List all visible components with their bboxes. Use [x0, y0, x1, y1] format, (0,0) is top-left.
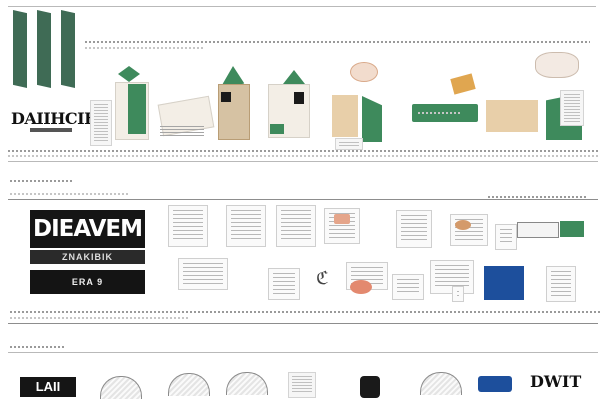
section-heading-row: [10, 180, 72, 182]
product-doc: [288, 372, 316, 398]
doc-card-green: [560, 221, 584, 237]
section-divider: [8, 161, 598, 162]
doc-card: [178, 258, 228, 290]
product-caption: [335, 138, 363, 150]
doc-card: [396, 210, 432, 248]
header-text-row: [85, 41, 590, 43]
product-green-tag-icon: [118, 66, 140, 82]
doc-card: [226, 205, 266, 247]
product-box-label: [294, 92, 304, 104]
section-caption-row: [8, 155, 598, 157]
doc-card: [268, 268, 300, 300]
doc-card: [392, 274, 424, 300]
section-caption-row: [8, 150, 598, 152]
product-green-tag-icon: [283, 70, 305, 84]
hat-sketch: [226, 372, 268, 395]
doc-card-table: [517, 222, 559, 238]
product-caption: [160, 126, 204, 138]
section-divider: [8, 352, 598, 353]
doc-card: [495, 224, 517, 250]
section-caption-row: [10, 311, 600, 313]
banner-small: ERA 9: [30, 270, 145, 294]
tile-right-text: DWIT: [530, 372, 582, 391]
product-carton: [332, 95, 358, 137]
doc-card-image: [350, 280, 372, 294]
hat-sketch: [100, 376, 142, 399]
section-divider: [8, 199, 598, 200]
section-right-text: [488, 196, 588, 198]
banner-title: DIEAVEM: [30, 210, 145, 248]
doc-card-image: [334, 214, 350, 224]
product-green-tag-icon: [222, 66, 245, 84]
tile-dark: LAII: [20, 377, 76, 397]
product-box-label: [560, 90, 584, 126]
product-green-pack: [362, 96, 382, 142]
header-text-row: [85, 47, 205, 49]
hat-sketch: [420, 372, 462, 395]
doc-card: [452, 286, 464, 302]
product-box-side: [128, 84, 146, 134]
product-blue-cap: [478, 376, 512, 392]
hat-sketch: [168, 373, 210, 396]
product-box-stripe: [270, 124, 284, 134]
product-dark-pouch: [360, 376, 380, 398]
doc-card: [276, 205, 316, 247]
product-cap: [535, 52, 579, 78]
product-bag-label: [221, 92, 231, 102]
doc-card: [450, 214, 488, 246]
banner-subtitle: ZNAKIBIK: [30, 250, 145, 264]
section-heading-row: [10, 346, 64, 348]
doc-card-glyph-icon: ℭ: [316, 268, 329, 289]
product-orange-card: [450, 73, 476, 95]
doc-card: [546, 266, 576, 302]
brand-name: DAIIHCIE: [11, 109, 96, 128]
product-blue-box: [484, 266, 524, 300]
brand-tagline-bar: [30, 128, 72, 132]
section-divider: [8, 323, 598, 324]
product-box-wide: [486, 100, 538, 132]
doc-card: [168, 205, 208, 247]
section-subheading-row: [10, 193, 130, 195]
brand-logo-icon: [13, 10, 77, 88]
product-tube-text: [418, 112, 462, 114]
section-caption-row: [10, 317, 190, 319]
doc-card-image: [455, 220, 471, 230]
product-round-tin: [350, 62, 378, 82]
top-rule: [8, 6, 596, 7]
product-doc: [90, 100, 112, 146]
